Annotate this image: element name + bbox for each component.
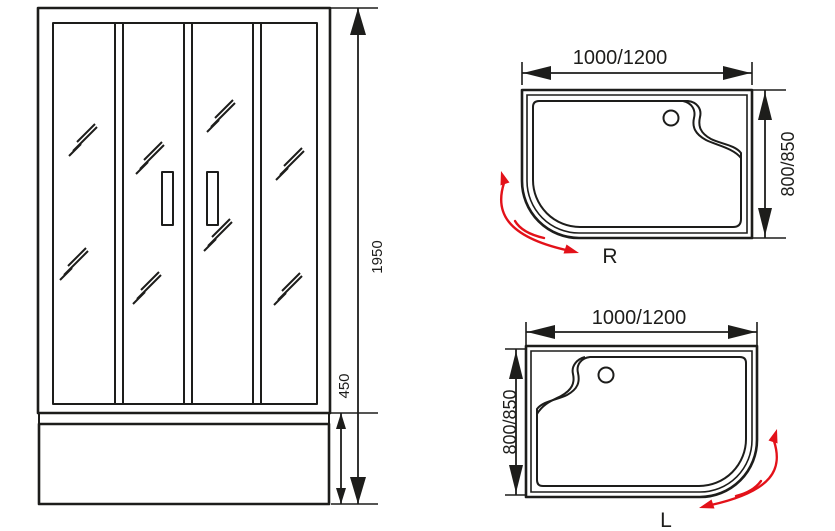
tray-basin-outline: [536, 356, 747, 487]
red-arrowhead-icon: [699, 499, 715, 509]
total-height-label: 1950: [369, 240, 386, 273]
seat-curve-line: [682, 100, 742, 159]
red-arrowhead-icon: [500, 171, 510, 186]
tray-outer-edge: [520, 88, 754, 240]
tray-front-panel: [37, 422, 331, 506]
tray-height-label: 450: [336, 373, 353, 398]
glass-shine-marks: [59, 99, 305, 306]
door-swing-arrow-right: [499, 171, 579, 254]
dimension-tray-height: 450: [330, 373, 378, 504]
tray-top-view-left: 1000/1200 800/850 L: [500, 307, 779, 531]
tray-outer-edge: [524, 344, 759, 499]
panel-separators: [114, 23, 262, 404]
arrowhead-up-icon: [336, 413, 346, 429]
dimension-width-right-view: 1000/1200: [521, 47, 753, 85]
side-label-left: L: [660, 509, 672, 531]
arrowhead-right-icon: [728, 325, 756, 339]
depth-label: 800/850: [778, 131, 798, 196]
front-elevation: 1950 450: [36, 6, 386, 506]
arrowhead-right-icon: [723, 66, 751, 80]
dimension-depth-left-view: 800/850: [500, 348, 527, 496]
door-handle-right: [206, 171, 219, 226]
arrowhead-down-icon: [758, 208, 772, 236]
arrowhead-up-icon: [509, 351, 523, 379]
tray-top-view-right: 1000/1200 800/850 R: [499, 47, 798, 268]
arrowhead-up-icon: [350, 8, 366, 35]
depth-label: 800/850: [500, 389, 520, 454]
door-swing-arrow-left: [699, 429, 779, 509]
drain-icon: [662, 109, 680, 127]
tray-basin-outline: [532, 100, 742, 228]
tray-rim-strip: [38, 412, 330, 425]
width-label: 1000/1200: [573, 47, 668, 69]
width-label: 1000/1200: [592, 307, 687, 329]
arrowhead-down-icon: [509, 465, 523, 493]
arrowhead-down-icon: [350, 477, 366, 504]
tray-rim: [526, 94, 748, 234]
arrowhead-left-icon: [523, 66, 551, 80]
drain-icon: [597, 366, 615, 384]
arrowhead-up-icon: [758, 92, 772, 120]
dimension-total-height: 1950: [330, 7, 386, 505]
dimension-width-left-view: 1000/1200: [525, 307, 758, 345]
door-handle-left: [161, 171, 174, 226]
arrowhead-down-icon: [336, 488, 346, 504]
tray-rim: [530, 350, 753, 493]
arrowhead-left-icon: [527, 325, 555, 339]
red-arrowhead-icon: [768, 429, 778, 444]
red-arrowhead-icon: [563, 244, 579, 254]
dimension-depth-right-view: 800/850: [747, 89, 798, 239]
seat-curve-line: [536, 356, 586, 415]
side-label-right: R: [602, 245, 617, 268]
